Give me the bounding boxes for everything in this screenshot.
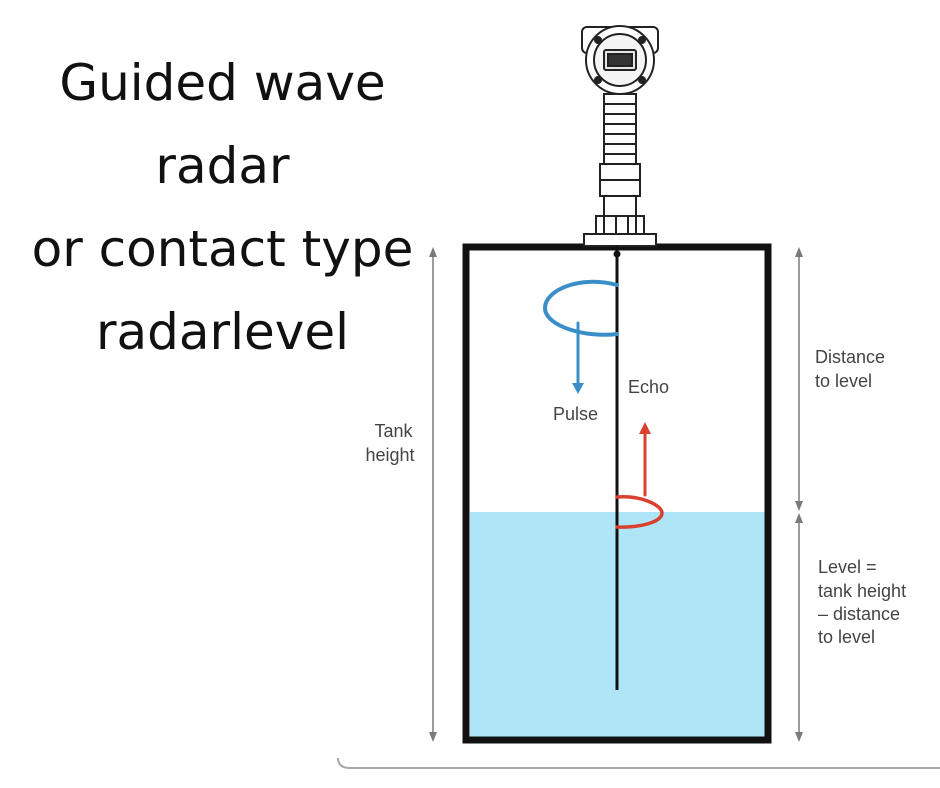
echo-wave [615, 422, 664, 529]
title-line-1: Guided wave [59, 54, 386, 112]
pulse-wave [542, 279, 619, 394]
radar-transmitter-icon [581, 25, 659, 247]
diagram-title: Guided wave radar or contact type radarl… [0, 42, 445, 374]
floor-line [337, 757, 940, 769]
liquid-fill [470, 512, 768, 738]
echo-label: Echo [628, 377, 669, 397]
tank-height-label: Tank height [365, 421, 417, 465]
pulse-label: Pulse [553, 404, 598, 424]
title-line-2: radar [155, 137, 290, 195]
title-line-3: or contact type [31, 220, 414, 278]
probe-mount [613, 250, 621, 258]
title-line-4: radarlevel [95, 303, 350, 361]
distance-to-level-label: Distance to level [815, 347, 890, 391]
level-label: Level = tank height – distance to level [818, 557, 911, 647]
